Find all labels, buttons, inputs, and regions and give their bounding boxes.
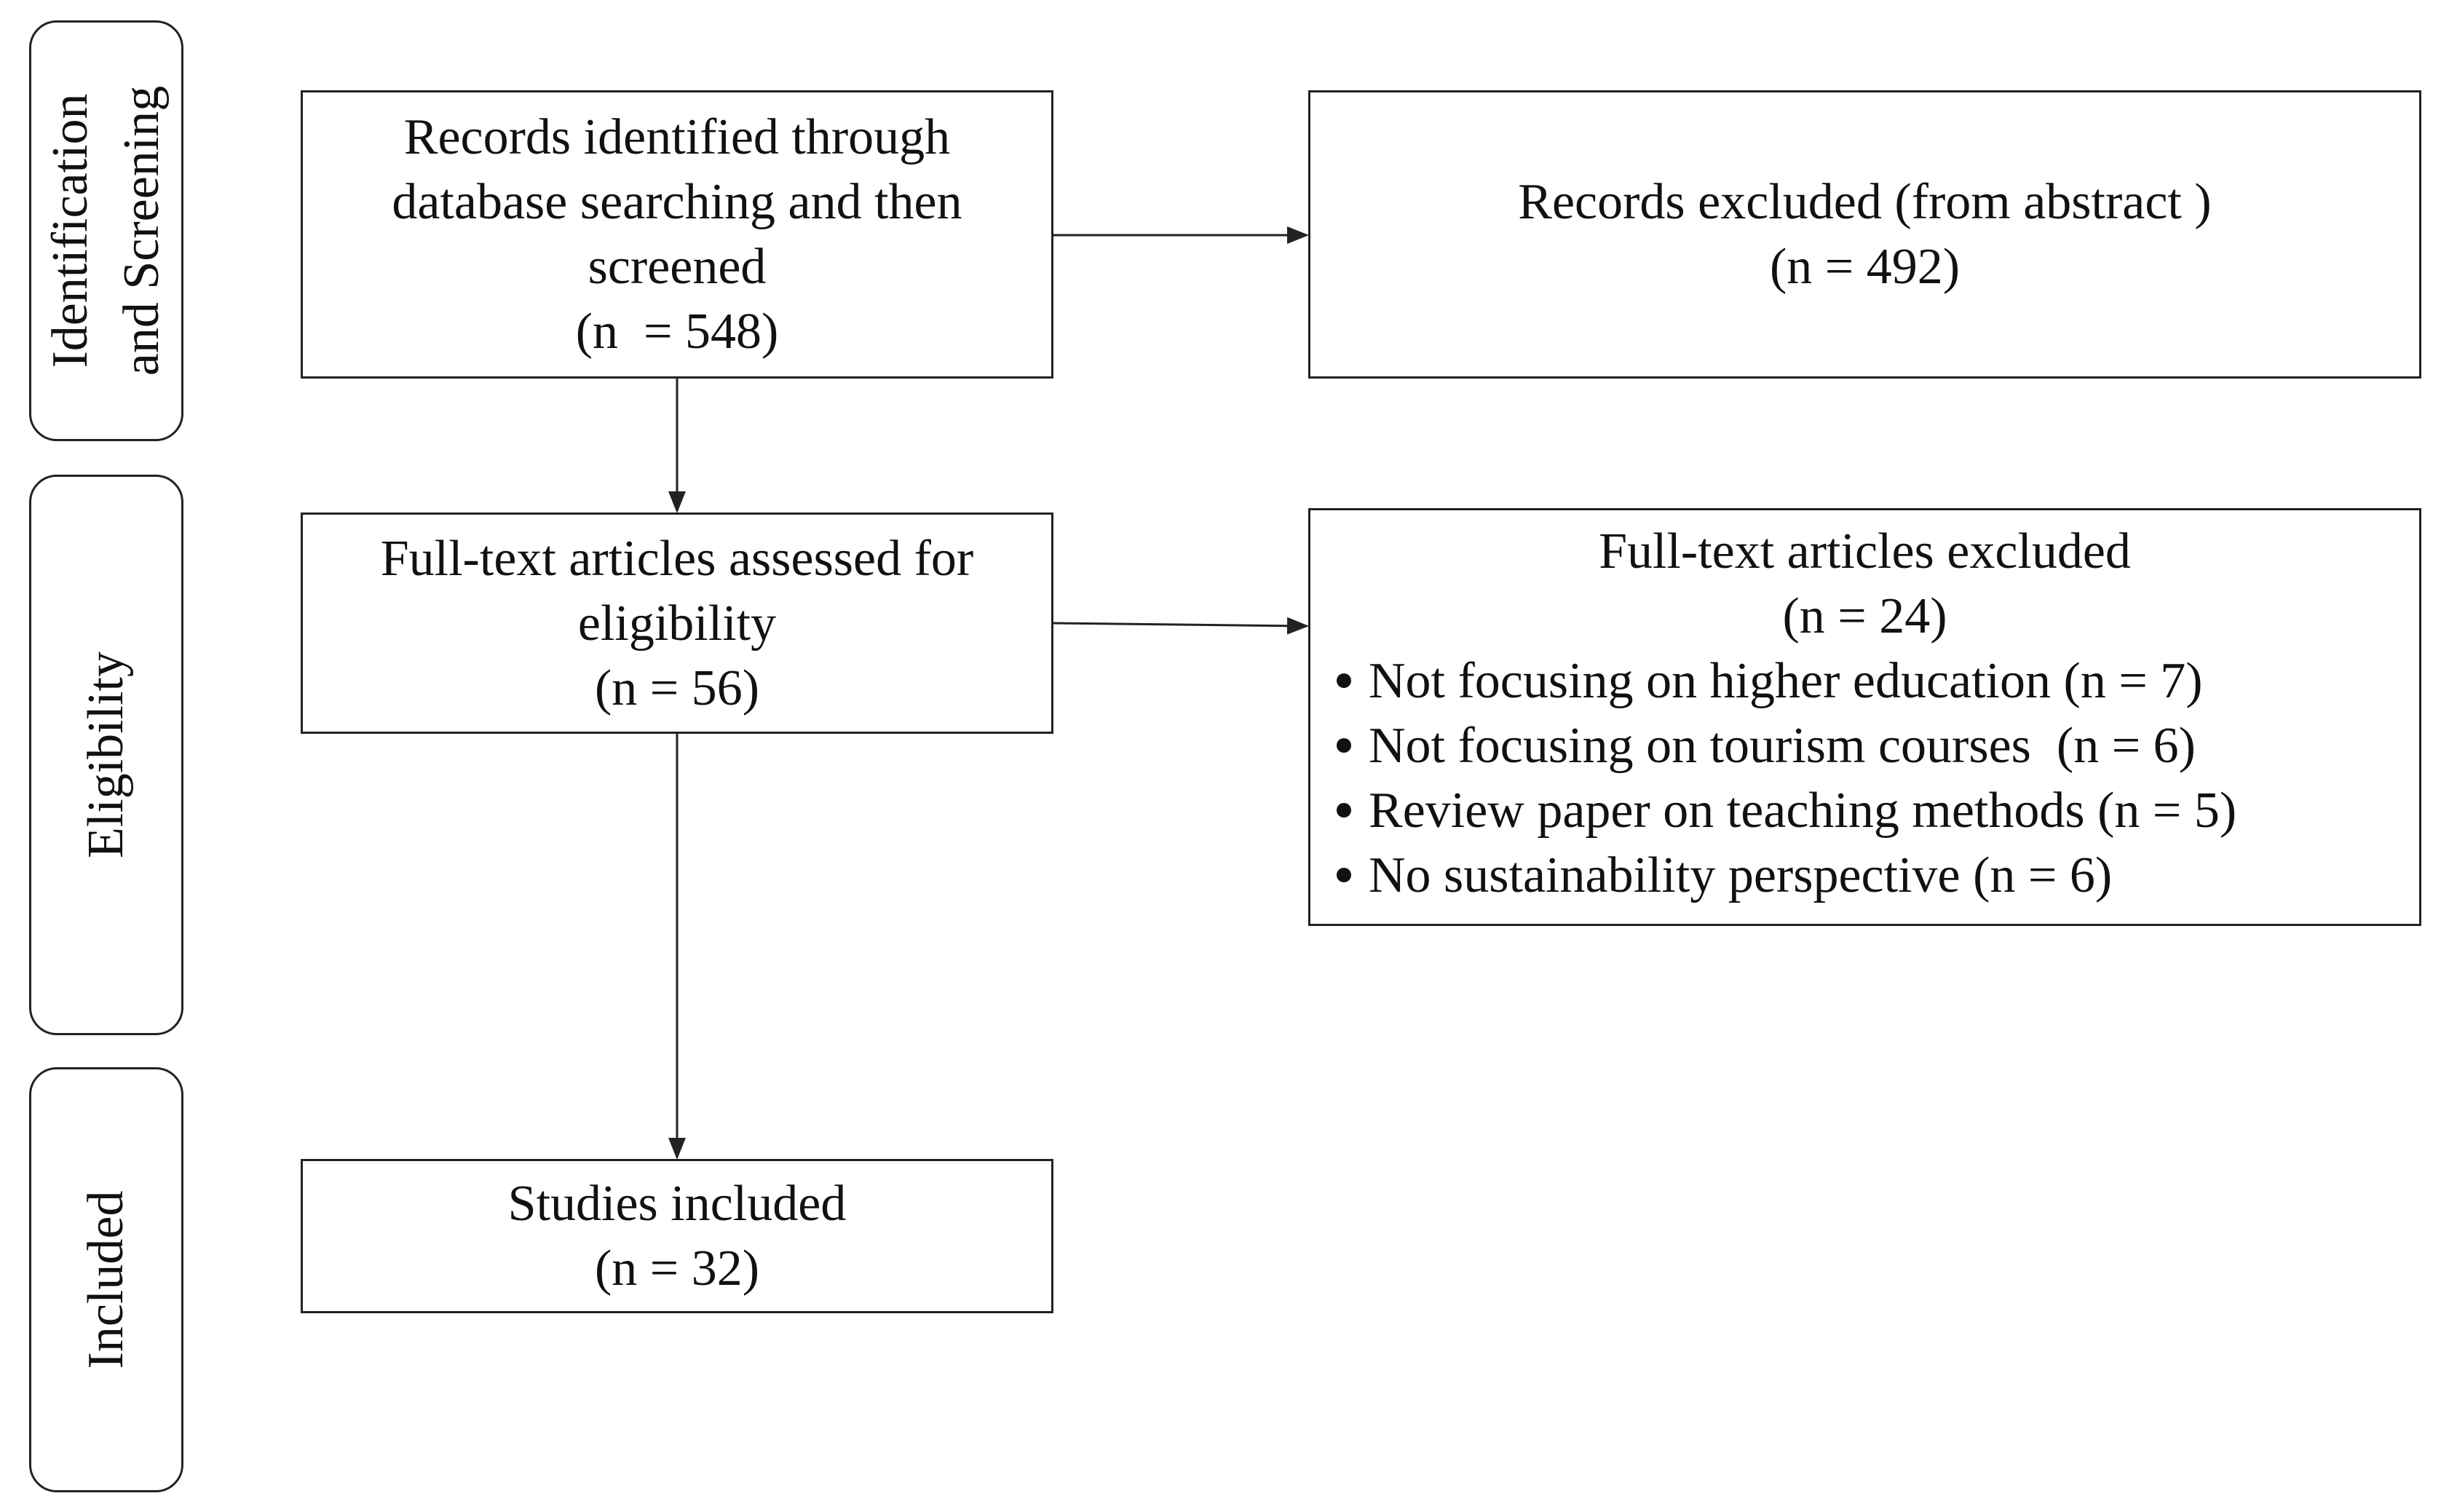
exclusion-reason-text: Not focusing on higher education (n = 7) (1369, 653, 2203, 709)
exclusion-reason-item: No sustainability perspective (n = 6) (1334, 843, 2236, 908)
bullet-icon (1337, 673, 1351, 688)
records-identified-line-1: Records identified through (403, 109, 951, 165)
exclusion-reason-text: Not focusing on tourism courses (n = 6) (1369, 718, 2196, 774)
records-identified-line-2: database searching and then (392, 174, 962, 230)
records-identified-count: (n = 548) (575, 304, 779, 360)
studies-included-box: Studies included (n = 32) (301, 1159, 1053, 1313)
fulltext-assessed-line-1: Full-text articles assessed for (380, 530, 974, 587)
bullet-icon (1337, 738, 1351, 753)
exclusion-reason-text: No sustainability perspective (n = 6) (1369, 847, 2113, 903)
stage-included: Included (29, 1067, 183, 1492)
stage-eligibility: Eligibility (29, 475, 183, 1035)
exclusion-reason-item: Not focusing on tourism courses (n = 6) (1334, 713, 2236, 778)
fulltext-excluded-box: Full-text articles excluded (n = 24) Not… (1308, 508, 2421, 926)
fulltext-assessed-line-2: eligibility (577, 595, 777, 652)
arrow-assessed-to-excluded (1053, 617, 1309, 635)
fulltext-assessed-count: (n = 56) (594, 660, 760, 716)
records-identified-box: Records identified through database sear… (301, 90, 1053, 379)
stage-identification-screening: Identification and Screening (29, 20, 183, 441)
studies-included-count: (n = 32) (594, 1240, 760, 1297)
exclusion-reason-item: Review paper on teaching methods (n = 5) (1334, 778, 2236, 843)
studies-included-line-1: Studies included (507, 1176, 847, 1232)
bullet-icon (1337, 868, 1351, 882)
fulltext-excluded-title: Full-text articles excluded (1599, 523, 2131, 579)
bullet-icon (1337, 803, 1351, 818)
fulltext-assessed-box: Full-text articles assessed for eligibil… (301, 512, 1053, 734)
records-excluded-box: Records excluded (from abstract ) (n = 4… (1308, 90, 2421, 379)
exclusion-reasons-list: Not focusing on higher education (n = 7)… (1310, 649, 2236, 908)
records-identified-line-3: screened (587, 239, 767, 295)
exclusion-reason-text: Review paper on teaching methods (n = 5) (1369, 783, 2237, 839)
records-excluded-line-1: Records excluded (from abstract ) (1518, 174, 2212, 230)
fulltext-excluded-count: (n = 24) (1782, 588, 1947, 644)
exclusion-reason-item: Not focusing on higher education (n = 7) (1334, 649, 2236, 713)
records-excluded-count: (n = 492) (1769, 239, 1961, 295)
